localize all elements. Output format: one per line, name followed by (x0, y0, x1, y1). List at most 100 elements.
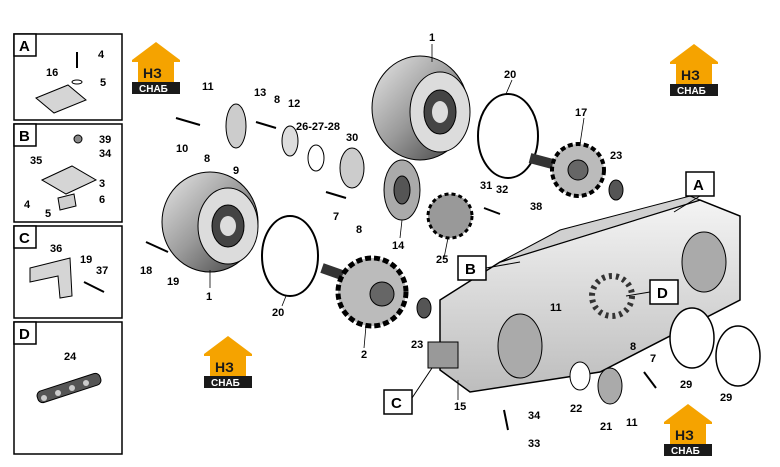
label-7-left: 7 (333, 211, 339, 223)
lower-sprocket (320, 255, 409, 329)
label-11-a: 11 (202, 81, 214, 93)
callout-c: C (383, 367, 433, 415)
inset-a-label-5: 5 (100, 77, 106, 89)
label-8-c: 8 (356, 224, 362, 236)
label-12: 12 (288, 98, 300, 110)
leader-lines (209, 44, 585, 400)
label-25: 25 (436, 254, 448, 266)
callout-a: A (673, 171, 715, 213)
label-19: 19 (167, 276, 179, 288)
cover-disc-22 (569, 361, 591, 391)
inset-c-label-36: 36 (50, 243, 62, 255)
inset-d-label-24: 24 (64, 351, 77, 363)
label-17: 17 (575, 107, 587, 119)
inset-panel-c: C 36 19 37 (13, 225, 123, 319)
svg-text:НЗ: НЗ (675, 427, 694, 443)
inset-panel-a: A 4 5 16 (13, 33, 123, 121)
label-38: 38 (530, 201, 542, 213)
label-14: 14 (392, 240, 405, 252)
label-11-c: 11 (626, 417, 638, 429)
seal-ring (307, 144, 325, 172)
inset-b-label-34: 34 (99, 148, 112, 160)
inset-a-label-16: 16 (46, 67, 58, 79)
upper-hub-motor (371, 55, 471, 161)
inset-b-label-39: 39 (99, 134, 111, 146)
bearing (339, 147, 365, 189)
inset-b-label-3: 3 (99, 178, 105, 190)
svg-text:D: D (657, 285, 668, 302)
label-26-27-28: 26-27-28 (296, 121, 340, 133)
inset-panel-b: B 39 34 35 3 4 5 6 (13, 123, 123, 223)
double-sprocket (426, 192, 474, 240)
svg-text:НЗ: НЗ (215, 359, 234, 375)
cover-plate-21 (597, 367, 623, 405)
svg-text:НЗ: НЗ (681, 67, 700, 83)
inset-c-label-37: 37 (96, 265, 108, 277)
label-23-b: 23 (411, 339, 423, 351)
inset-b-letter: B (19, 128, 30, 145)
inset-b-label-4: 4 (24, 199, 31, 211)
logo-top-right: НЗ СНАБ (670, 44, 718, 97)
label-18: 18 (140, 265, 152, 277)
logo-top-left: НЗ СНАБ (132, 42, 180, 95)
chain-case-housing (427, 195, 741, 393)
inset-d-letter: D (19, 326, 30, 343)
upper-bearing-23 (608, 179, 624, 201)
label-8-a: 8 (274, 94, 280, 106)
shim-plate (281, 125, 299, 157)
label-29-b: 29 (720, 392, 732, 404)
inset-b-label-6: 6 (99, 194, 105, 206)
lower-bearing-23 (416, 297, 432, 319)
upper-sprocket (528, 142, 606, 198)
svg-text:СНАБ: СНАБ (671, 446, 700, 457)
label-31: 31 (480, 180, 492, 192)
inset-a-letter: A (19, 38, 30, 55)
chain-link-row (36, 372, 102, 404)
svg-text:C: C (391, 395, 402, 412)
inset-c-label-19: 19 (80, 254, 92, 266)
label-10: 10 (176, 143, 188, 155)
callout-d: D (625, 279, 679, 305)
label-11-b: 11 (550, 302, 562, 314)
label-22: 22 (570, 403, 582, 415)
label-23-a: 23 (610, 150, 622, 162)
label-2: 2 (361, 349, 367, 361)
lower-hub-motor (161, 171, 259, 273)
inset-b-label-5: 5 (45, 208, 51, 220)
label-1-bottom: 1 (206, 291, 212, 303)
inset-b-label-35: 35 (30, 155, 42, 167)
logo-bottom-left: НЗ СНАБ (204, 336, 252, 389)
label-34: 34 (528, 410, 541, 422)
label-9: 9 (233, 165, 239, 177)
svg-text:B: B (465, 261, 476, 278)
label-29-a: 29 (680, 379, 692, 391)
label-8-b: 8 (204, 153, 210, 165)
label-21: 21 (600, 421, 612, 433)
cover-plate (225, 103, 247, 149)
callout-b: B (457, 255, 521, 281)
inset-c-letter: C (19, 230, 30, 247)
svg-text:СНАБ: СНАБ (139, 84, 168, 95)
label-30: 30 (346, 132, 358, 144)
part-number-labels: 1 1 2 7 7 8 8 8 8 9 10 11 11 11 12 13 14… (140, 32, 732, 450)
label-8-d: 8 (630, 341, 636, 353)
label-7-right: 7 (650, 353, 656, 365)
fasteners (145, 117, 657, 431)
inset-a-label-4: 4 (98, 49, 105, 61)
bracket-c (427, 341, 459, 369)
label-13: 13 (254, 87, 266, 99)
cover-disc-29-a (669, 307, 715, 369)
svg-text:НЗ: НЗ (143, 65, 162, 81)
svg-text:СНАБ: СНАБ (211, 378, 240, 389)
logo-bottom-right: НЗ СНАБ (664, 404, 712, 457)
lower-o-ring (261, 215, 319, 297)
label-20-bottom: 20 (272, 307, 284, 319)
label-15: 15 (454, 401, 466, 413)
label-1-top: 1 (429, 32, 435, 44)
label-32: 32 (496, 184, 508, 196)
label-20-top: 20 (504, 69, 516, 81)
cover-disc-29-b (715, 325, 761, 387)
upper-o-ring (477, 93, 539, 179)
svg-text:СНАБ: СНАБ (677, 86, 706, 97)
